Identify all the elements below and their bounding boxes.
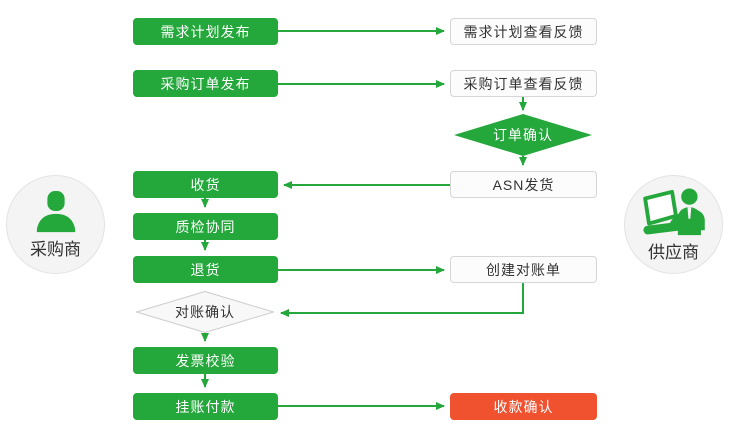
node-label: 退货 (190, 261, 221, 278)
node-demand-plan-feedback: 需求计划查看反馈 (450, 18, 597, 45)
node-pending-payment: 挂账付款 (133, 393, 278, 420)
buyer-person-icon (33, 190, 79, 234)
node-label: 发票校验 (175, 352, 236, 369)
diamond-order-confirm: 订单确认 (454, 114, 592, 156)
node-asn-ship: ASN发货 (450, 171, 597, 198)
diamond-statement-confirm: 对账确认 (136, 291, 274, 333)
node-label: 收货 (190, 176, 221, 193)
actor-supplier-label: 供应商 (648, 242, 699, 262)
node-receive: 收货 (133, 171, 278, 198)
node-demand-plan-publish: 需求计划发布 (133, 18, 278, 45)
node-payment-confirm: 收款确认 (450, 393, 597, 420)
node-label: 需求计划查看反馈 (463, 23, 584, 40)
node-label: 采购订单发布 (160, 75, 251, 92)
node-label: 质检协同 (175, 218, 236, 235)
node-label: 订单确认 (493, 127, 553, 143)
node-quality-collab: 质检协同 (133, 213, 278, 240)
node-label: 需求计划发布 (160, 23, 251, 40)
node-create-statement: 创建对账单 (450, 256, 597, 283)
node-label: 对账确认 (175, 304, 235, 320)
node-label: 收款确认 (493, 398, 554, 415)
diamond-shape (454, 114, 592, 156)
actor-buyer: 采购商 (6, 175, 105, 274)
node-label: 采购订单查看反馈 (463, 75, 584, 92)
supplier-laptop-person-icon (642, 187, 705, 237)
node-po-publish: 采购订单发布 (133, 70, 278, 97)
node-return-goods: 退货 (133, 256, 278, 283)
node-label: 创建对账单 (486, 261, 561, 278)
actor-supplier: 供应商 (624, 175, 723, 274)
node-label: ASN发货 (492, 176, 555, 193)
actor-buyer-label: 采购商 (30, 239, 81, 259)
node-label: 挂账付款 (175, 398, 236, 415)
node-invoice-check: 发票校验 (133, 347, 278, 374)
diamond-shape (136, 291, 274, 333)
node-po-feedback: 采购订单查看反馈 (450, 70, 597, 97)
